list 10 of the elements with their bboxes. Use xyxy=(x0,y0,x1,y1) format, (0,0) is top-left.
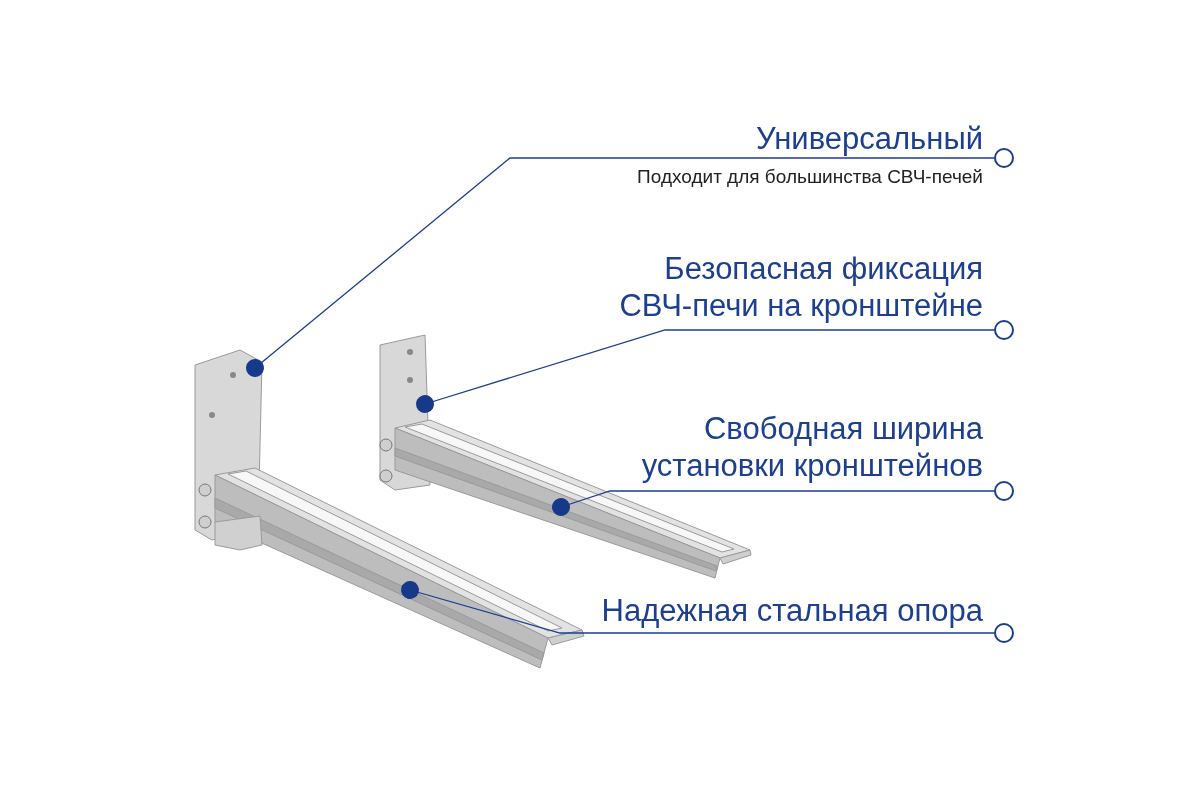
callout-heading: Надежная стальная опора xyxy=(601,593,983,628)
leader-line xyxy=(246,148,1014,377)
callout-text: Подходит для большинства СВЧ-печей xyxy=(637,165,983,189)
leader-line xyxy=(401,581,1014,643)
leader-line xyxy=(552,481,1014,516)
callout-heading: Универсальный xyxy=(755,121,983,156)
bracket-arm xyxy=(214,467,585,669)
callout-heading: Свободная ширина установки кронштейнов xyxy=(641,411,983,483)
callout-heading: Безопасная фиксация СВЧ-печи на кронштейне xyxy=(619,251,983,323)
leader-line xyxy=(416,320,1014,413)
